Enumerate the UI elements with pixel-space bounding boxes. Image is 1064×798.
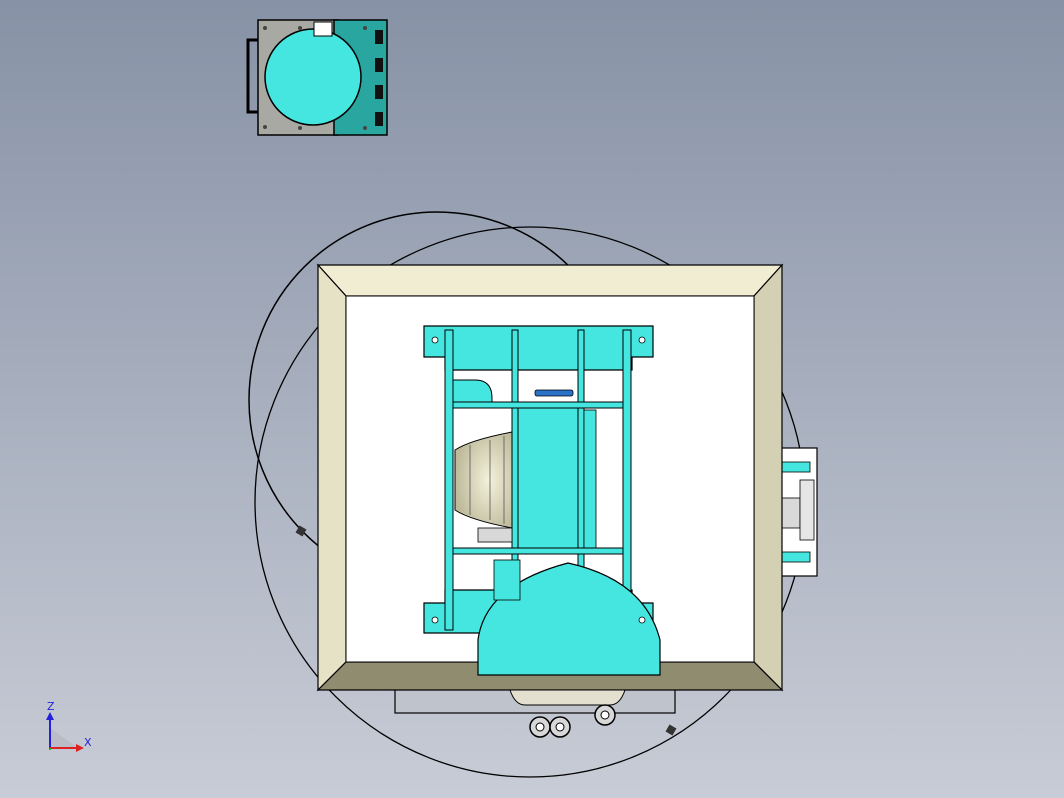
spindle-hub [477, 527, 513, 543]
fixture-rack[interactable] [423, 325, 661, 676]
cabinet-door-window [264, 28, 362, 126]
rack-rail [452, 401, 624, 409]
rack-lower-support [493, 559, 521, 601]
mount-hole [638, 336, 646, 344]
cabinet-screw [298, 26, 302, 30]
turntable-bolt [665, 724, 677, 736]
cabinet-screw [363, 26, 367, 30]
side-bracket[interactable] [777, 447, 818, 577]
turntable-bolt [295, 525, 307, 537]
cabinet-vent-3 [375, 85, 383, 99]
rack-slot-top [534, 389, 574, 397]
axis-x-label: X [84, 736, 92, 749]
rack-rail [452, 547, 624, 555]
frame-left-bevel [317, 263, 347, 692]
spindle-cone [454, 431, 513, 529]
bracket-plate [781, 497, 801, 529]
triad-plane [50, 728, 78, 748]
drive-gears[interactable] [509, 689, 626, 738]
rack-lower-dome [477, 562, 661, 676]
rack-inner-panel [583, 409, 597, 549]
cabinet-vent-2 [375, 58, 383, 72]
frame-right-bevel [753, 263, 783, 692]
rack-post-right [622, 329, 632, 631]
bracket-teal-top [779, 461, 811, 473]
axis-triad: Z X [46, 700, 92, 752]
cabinet-screw [298, 126, 302, 130]
gear-icon [535, 722, 545, 732]
mount-hole [431, 616, 439, 624]
cabinet-vent-1 [375, 30, 383, 44]
cabinet-screw [363, 126, 367, 130]
axis-z-arrow [46, 712, 54, 720]
bracket-rail [799, 479, 815, 541]
rack-center-block [517, 404, 579, 554]
rack-top-plate [423, 325, 654, 371]
axis-z-label: Z [47, 700, 55, 713]
gear-icon [555, 722, 565, 732]
cabinet-vent-4 [375, 112, 383, 126]
axis-x-arrow [76, 744, 84, 752]
control-cabinet[interactable] [246, 19, 388, 136]
bracket-teal-bottom [779, 551, 811, 563]
mount-hole [638, 616, 646, 624]
rack-curved-guard [452, 379, 493, 403]
cabinet-handle [246, 38, 258, 114]
cabinet-screw [263, 125, 267, 129]
gear-housing [509, 689, 626, 706]
frame-top-bevel [316, 264, 784, 297]
mount-hole [431, 336, 439, 344]
cabinet-label-plate [313, 21, 333, 37]
cabinet-screw [263, 26, 267, 30]
gear-icon [600, 710, 610, 720]
rack-post-left [444, 329, 454, 631]
